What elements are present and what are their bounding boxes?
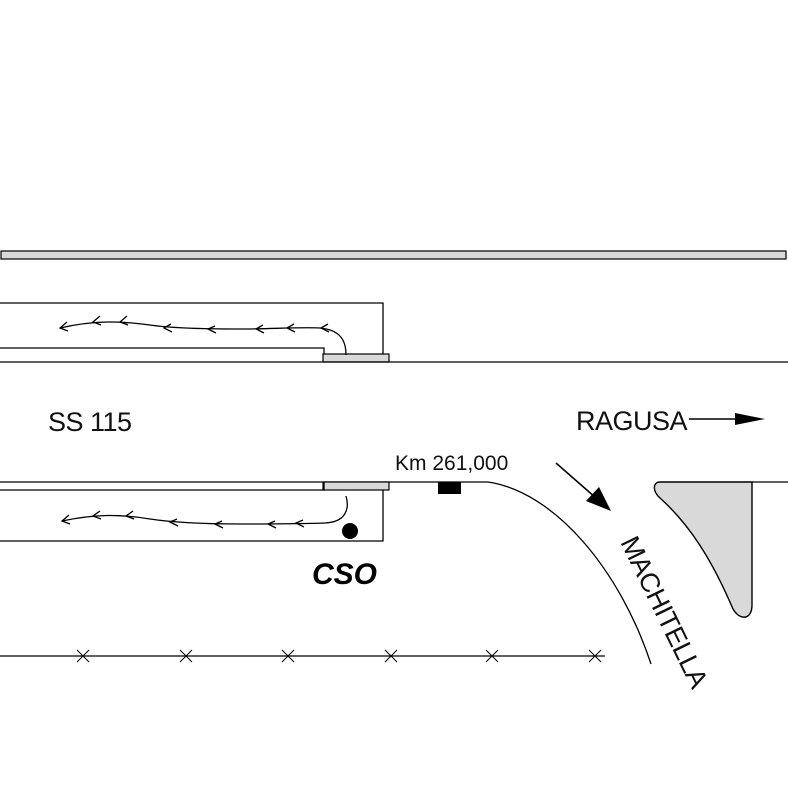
destination-label: RAGUSA (576, 406, 688, 436)
lower-flow-path (61, 495, 348, 525)
cross-icon (76, 649, 602, 663)
upper-flow-path (59, 321, 347, 356)
road-label: SS 115 (48, 407, 132, 437)
filled-rectangle-icon (438, 482, 461, 494)
traffic-island (653, 481, 753, 618)
filled-circle-icon (342, 523, 358, 539)
branch-road-curve (487, 481, 652, 665)
upper-layby-curb (322, 353, 390, 363)
upper-flow-arrows (58, 315, 330, 334)
lower-layby-curb (322, 481, 390, 491)
kilometre-label: Km 261,000 (395, 452, 508, 475)
upper-layby (0, 302, 390, 363)
arrow-down-right-icon (555, 462, 611, 511)
lower-layby (0, 481, 390, 542)
arrow-right-icon (689, 413, 765, 425)
fence-line (0, 649, 605, 663)
station-label: CSO (312, 558, 377, 591)
lower-flow-arrows (60, 510, 305, 529)
top-barrier (0, 250, 787, 260)
